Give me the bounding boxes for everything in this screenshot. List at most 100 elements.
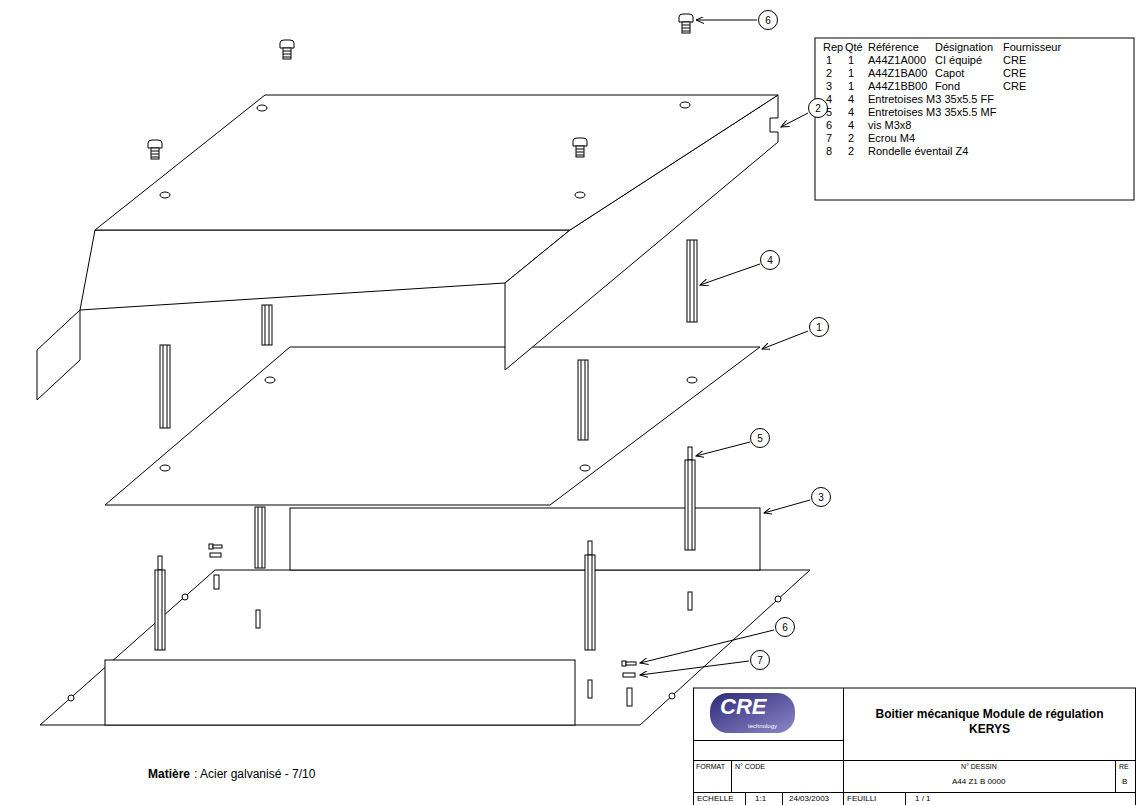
- title-block-line: [1135, 688, 1136, 805]
- callout-circle: 1: [809, 317, 829, 337]
- title-block-line: [693, 792, 1136, 793]
- title-block-heading: N° DESSIN: [961, 763, 997, 771]
- mounting-hole: [265, 377, 275, 383]
- table-header: Qté: [845, 41, 863, 54]
- spacer-hatch: [262, 507, 263, 568]
- table-cell: 1: [826, 54, 832, 67]
- title-block-line: [745, 792, 746, 805]
- callout-circle: 3: [811, 487, 831, 507]
- table-header: Rep: [823, 41, 843, 54]
- table-cell: vis M3x8: [868, 119, 911, 132]
- leader-line: [781, 113, 808, 127]
- callout-number: 4: [767, 255, 773, 266]
- base-front-wall: [105, 660, 575, 725]
- callout-number: 6: [765, 15, 771, 26]
- cover-hole: [160, 192, 170, 198]
- spacer-ff: [578, 360, 588, 440]
- spacer-hatch: [163, 345, 164, 428]
- callout-number: 2: [815, 103, 821, 114]
- cover-left-flange: [37, 310, 80, 400]
- spacer-hatch: [692, 460, 693, 550]
- leader-line: [696, 20, 757, 21]
- mounting-hole: [580, 465, 590, 471]
- table-cell: 4: [848, 93, 854, 106]
- spacer-mf: [585, 555, 595, 650]
- title-block-heading: FORMAT: [696, 763, 725, 771]
- table-cell: 8: [826, 145, 832, 158]
- company-logo: [710, 693, 795, 733]
- table-cell: A44Z1BB00: [868, 80, 927, 93]
- title-block-line: [782, 792, 783, 805]
- title-block-line: [843, 688, 844, 805]
- table-cell: 2: [848, 145, 854, 158]
- callout-ring: [759, 11, 778, 30]
- table-cell: 1: [848, 54, 854, 67]
- table-cell: 2: [848, 132, 854, 145]
- cover-top-face: [95, 95, 778, 230]
- table-cell: A44Z1BA00: [868, 67, 927, 80]
- callout-number: 7: [757, 655, 763, 666]
- callout-ring: [761, 251, 780, 270]
- spacer-ff: [262, 305, 272, 345]
- plate-notch: [669, 693, 675, 699]
- table-cell: Rondelle éventail Z4: [868, 145, 968, 158]
- table-cell: 4: [848, 106, 854, 119]
- callout-ring: [776, 618, 795, 637]
- drawing-title: Boitier mécanique Module de régulation K…: [855, 707, 1124, 737]
- spacer-mf: [155, 570, 165, 650]
- callout-number: 1: [816, 322, 822, 333]
- plate-notch: [68, 695, 74, 701]
- drawing-number: A44 Z1 B 0000: [952, 777, 1005, 786]
- leader-line: [696, 442, 750, 456]
- mounting-hole: [687, 377, 697, 383]
- title-block-line: [693, 760, 1136, 761]
- logo-mark: CRE: [720, 694, 766, 719]
- callout-number: 5: [757, 433, 763, 444]
- screw: [573, 138, 587, 157]
- table-cell: Capot: [935, 67, 964, 80]
- table-cell: CRE: [1003, 80, 1026, 93]
- spacer-hatch: [690, 240, 691, 322]
- table-cell: 7: [826, 132, 832, 145]
- table-cell: Entretoises M3 35x5.5 FF: [868, 93, 994, 106]
- table-cell: 1: [848, 67, 854, 80]
- title-block-heading: ECHELLE: [697, 794, 733, 803]
- callout-ring: [812, 488, 831, 507]
- title-block-line: [693, 688, 694, 805]
- spacer-hatch: [581, 360, 582, 440]
- base-plate: [40, 570, 810, 725]
- spacer-hatch: [258, 507, 259, 568]
- small-screw-head: [209, 544, 213, 549]
- leader-line: [764, 500, 810, 513]
- screw: [679, 14, 693, 33]
- title-block-line: [1115, 760, 1116, 792]
- title-block-line: [731, 760, 732, 792]
- spacer-mf: [255, 507, 265, 568]
- nut-symbol: [623, 673, 635, 677]
- plate-slot: [256, 610, 260, 628]
- table-cell: Fond: [935, 80, 960, 93]
- small-screw-head: [622, 661, 626, 666]
- plate-slot: [688, 592, 692, 610]
- spacer-ff: [160, 345, 170, 428]
- spacer-stud: [688, 447, 692, 460]
- table-cell: CI équipé: [935, 54, 982, 67]
- cover-hole: [575, 192, 585, 198]
- table-cell: A44Z1A000: [868, 54, 926, 67]
- callout-ring: [809, 99, 828, 118]
- callout-ring: [751, 651, 770, 670]
- parts-list-frame: [815, 38, 1134, 200]
- spacer-hatch: [158, 570, 159, 650]
- screw: [280, 40, 294, 59]
- spacer-hatch: [265, 305, 266, 345]
- table-cell: Entretoises M3 35x5.5 MF: [868, 106, 996, 119]
- callout-number: 3: [818, 492, 824, 503]
- small-screw-shank: [626, 662, 636, 665]
- cover-front-face: [80, 230, 570, 310]
- spacer-hatch: [694, 240, 695, 322]
- table-cell: 6: [826, 119, 832, 132]
- spacer-hatch: [585, 360, 586, 440]
- table-cell: CRE: [1003, 67, 1026, 80]
